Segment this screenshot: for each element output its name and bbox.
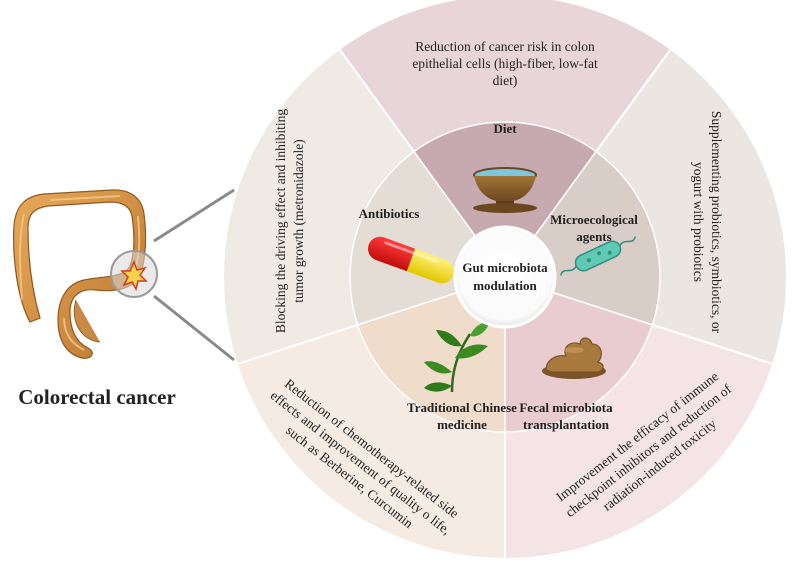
center-circle <box>453 225 557 329</box>
colon-icon <box>13 189 147 359</box>
connector-line-top <box>153 188 235 243</box>
bacteria-icon <box>560 236 636 276</box>
center-label-line2: modulation <box>473 278 537 293</box>
strategy-label-diet: Diet <box>493 121 517 136</box>
strategy-label-antibiotics: Antibiotics <box>359 206 420 221</box>
stool-icon <box>542 337 606 379</box>
outer-text-antibiotics: Blocking the driving effect and inhibiti… <box>273 109 306 334</box>
inner-sector-tcm <box>356 275 506 433</box>
bowl-icon <box>473 167 537 213</box>
capsule-icon <box>368 236 454 284</box>
plant-icon <box>424 322 490 393</box>
center-label-line1: Gut microbiota <box>462 260 548 275</box>
outer-text-microecological: Supplementing probiotics, symbiotics, or… <box>691 111 724 334</box>
tumor-star-icon <box>120 260 148 291</box>
left-title: Colorectal cancer <box>18 385 176 409</box>
connector-line-bottom <box>153 294 235 362</box>
